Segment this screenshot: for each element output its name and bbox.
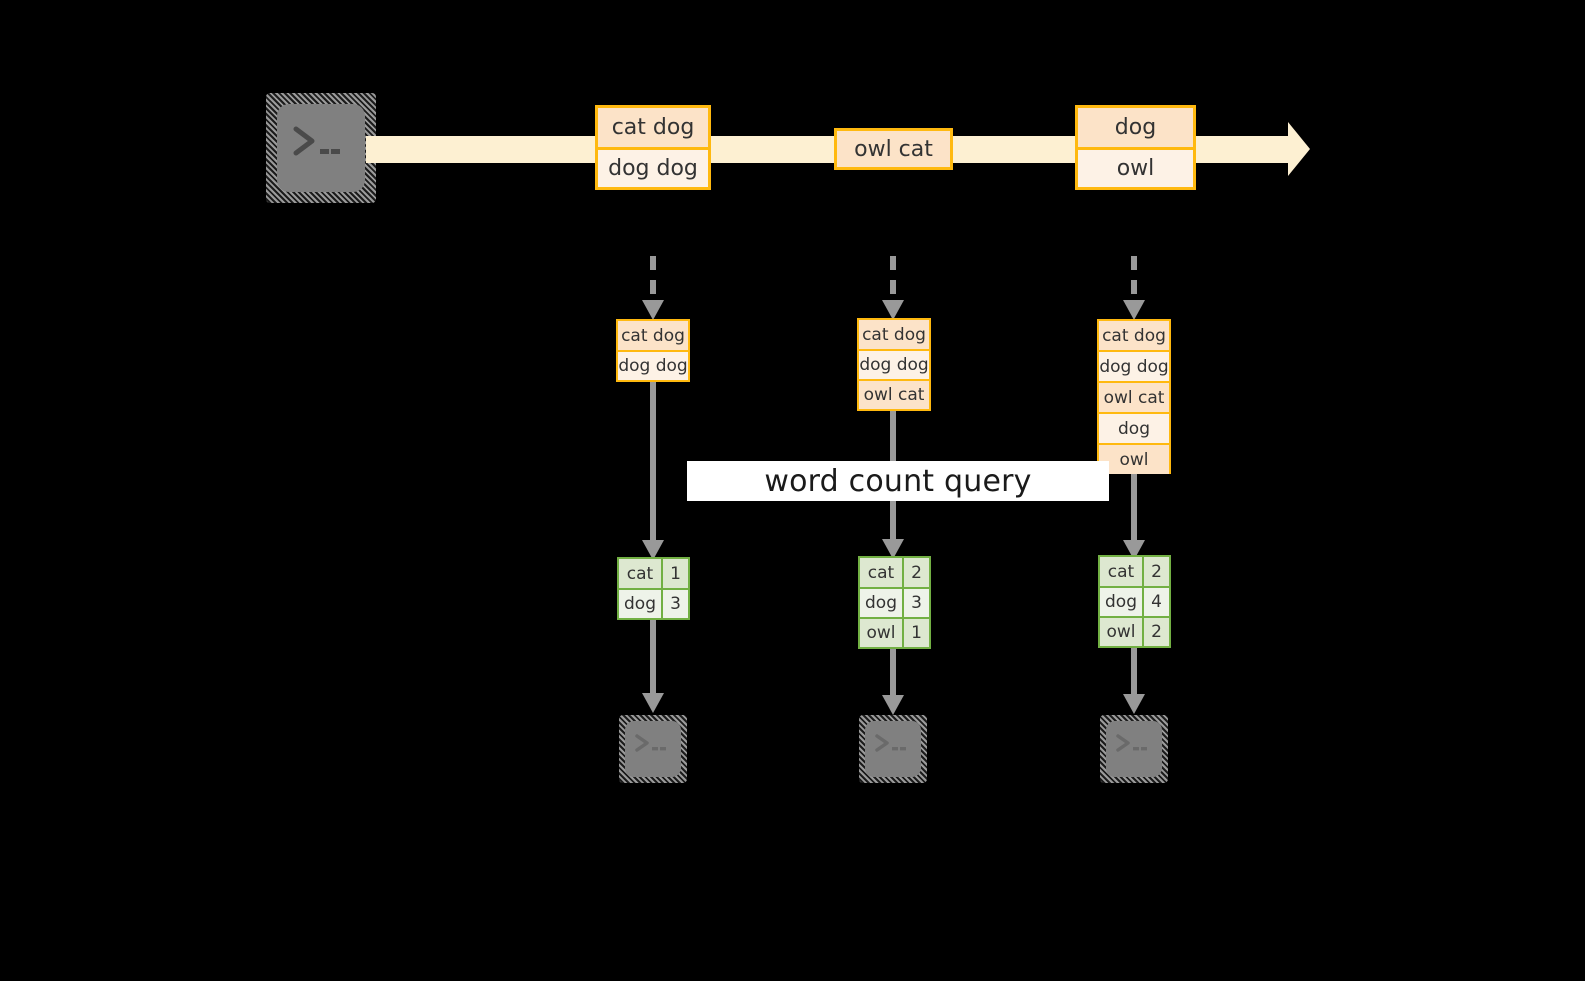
accumulated-item: dog dog bbox=[618, 350, 688, 380]
stream-message: owl bbox=[1078, 147, 1193, 187]
accumulated-item: dog dog bbox=[859, 349, 929, 379]
terminal-icon-sink-1 bbox=[619, 715, 687, 783]
terminal-prompt-glyph bbox=[293, 126, 340, 156]
table-row: owl 2 bbox=[1100, 616, 1169, 646]
table-row: cat 1 bbox=[619, 559, 688, 588]
stream-group-1: cat dog dog dog bbox=[595, 105, 711, 190]
query-label-band: word count query bbox=[687, 461, 1109, 501]
icon-face bbox=[277, 104, 365, 192]
snapshot-trigger-arrow-2 bbox=[882, 256, 904, 320]
stream-message: dog dog bbox=[598, 147, 708, 187]
word-cell: owl bbox=[860, 619, 904, 647]
word-cell: cat bbox=[1100, 557, 1144, 586]
word-cell: dog bbox=[1100, 588, 1144, 616]
accumulated-item: cat dog bbox=[859, 320, 929, 349]
accumulated-item: dog bbox=[1099, 412, 1169, 443]
result-arrow-2 bbox=[882, 649, 904, 717]
terminal-prompt-glyph bbox=[875, 734, 906, 752]
count-cell: 3 bbox=[663, 590, 688, 618]
count-cell: 1 bbox=[663, 559, 688, 588]
result-arrow-3 bbox=[1123, 648, 1145, 716]
stream-message: cat dog bbox=[598, 108, 708, 147]
accumulated-item: owl bbox=[1099, 443, 1169, 474]
terminal-prompt-glyph bbox=[635, 734, 666, 752]
snapshot-trigger-arrow-3 bbox=[1123, 256, 1145, 320]
terminal-icon-sink-2 bbox=[859, 715, 927, 783]
word-cell: dog bbox=[619, 590, 663, 618]
query-label-text: word count query bbox=[764, 463, 1032, 499]
accumulated-item: dog dog bbox=[1099, 350, 1169, 381]
word-cell: cat bbox=[860, 558, 904, 587]
snapshot-trigger-arrow-1 bbox=[642, 256, 664, 320]
terminal-icon-sink-3 bbox=[1100, 715, 1168, 783]
table-row: owl 1 bbox=[860, 617, 929, 647]
count-cell: 4 bbox=[1144, 588, 1169, 616]
word-count-table-2: cat 2 dog 3 owl 1 bbox=[858, 556, 931, 649]
accumulated-list-1: cat dog dog dog bbox=[616, 319, 690, 382]
count-cell: 1 bbox=[904, 619, 929, 647]
word-count-table-3: cat 2 dog 4 owl 2 bbox=[1098, 555, 1171, 648]
accumulated-item: cat dog bbox=[618, 321, 688, 350]
terminal-icon-source bbox=[266, 93, 376, 203]
count-cell: 2 bbox=[1144, 557, 1169, 586]
table-row: dog 3 bbox=[619, 588, 688, 618]
stream-group-2: owl cat bbox=[834, 128, 953, 170]
table-row: dog 4 bbox=[1100, 586, 1169, 616]
word-cell: owl bbox=[1100, 618, 1144, 646]
query-arrow-1 bbox=[642, 382, 664, 562]
word-cell: cat bbox=[619, 559, 663, 588]
word-count-table-1: cat 1 dog 3 bbox=[617, 557, 690, 620]
accumulated-item: owl cat bbox=[859, 379, 929, 409]
count-cell: 3 bbox=[904, 589, 929, 617]
result-arrow-1 bbox=[642, 620, 664, 715]
stream-message: dog bbox=[1078, 108, 1193, 147]
count-cell: 2 bbox=[904, 558, 929, 587]
query-arrow-3 bbox=[1123, 474, 1145, 562]
table-row: cat 2 bbox=[1100, 557, 1169, 586]
accumulated-list-3: cat dog dog dog owl cat dog owl bbox=[1097, 319, 1171, 474]
terminal-prompt-glyph bbox=[1116, 734, 1147, 752]
count-cell: 2 bbox=[1144, 618, 1169, 646]
table-row: dog 3 bbox=[860, 587, 929, 617]
accumulated-list-2: cat dog dog dog owl cat bbox=[857, 318, 931, 411]
stream-group-3: dog owl bbox=[1075, 105, 1196, 190]
stream-message: owl cat bbox=[837, 131, 950, 167]
table-row: cat 2 bbox=[860, 558, 929, 587]
accumulated-item: cat dog bbox=[1099, 321, 1169, 350]
word-cell: dog bbox=[860, 589, 904, 617]
accumulated-item: owl cat bbox=[1099, 381, 1169, 412]
event-stream-arrowhead bbox=[1288, 122, 1310, 176]
